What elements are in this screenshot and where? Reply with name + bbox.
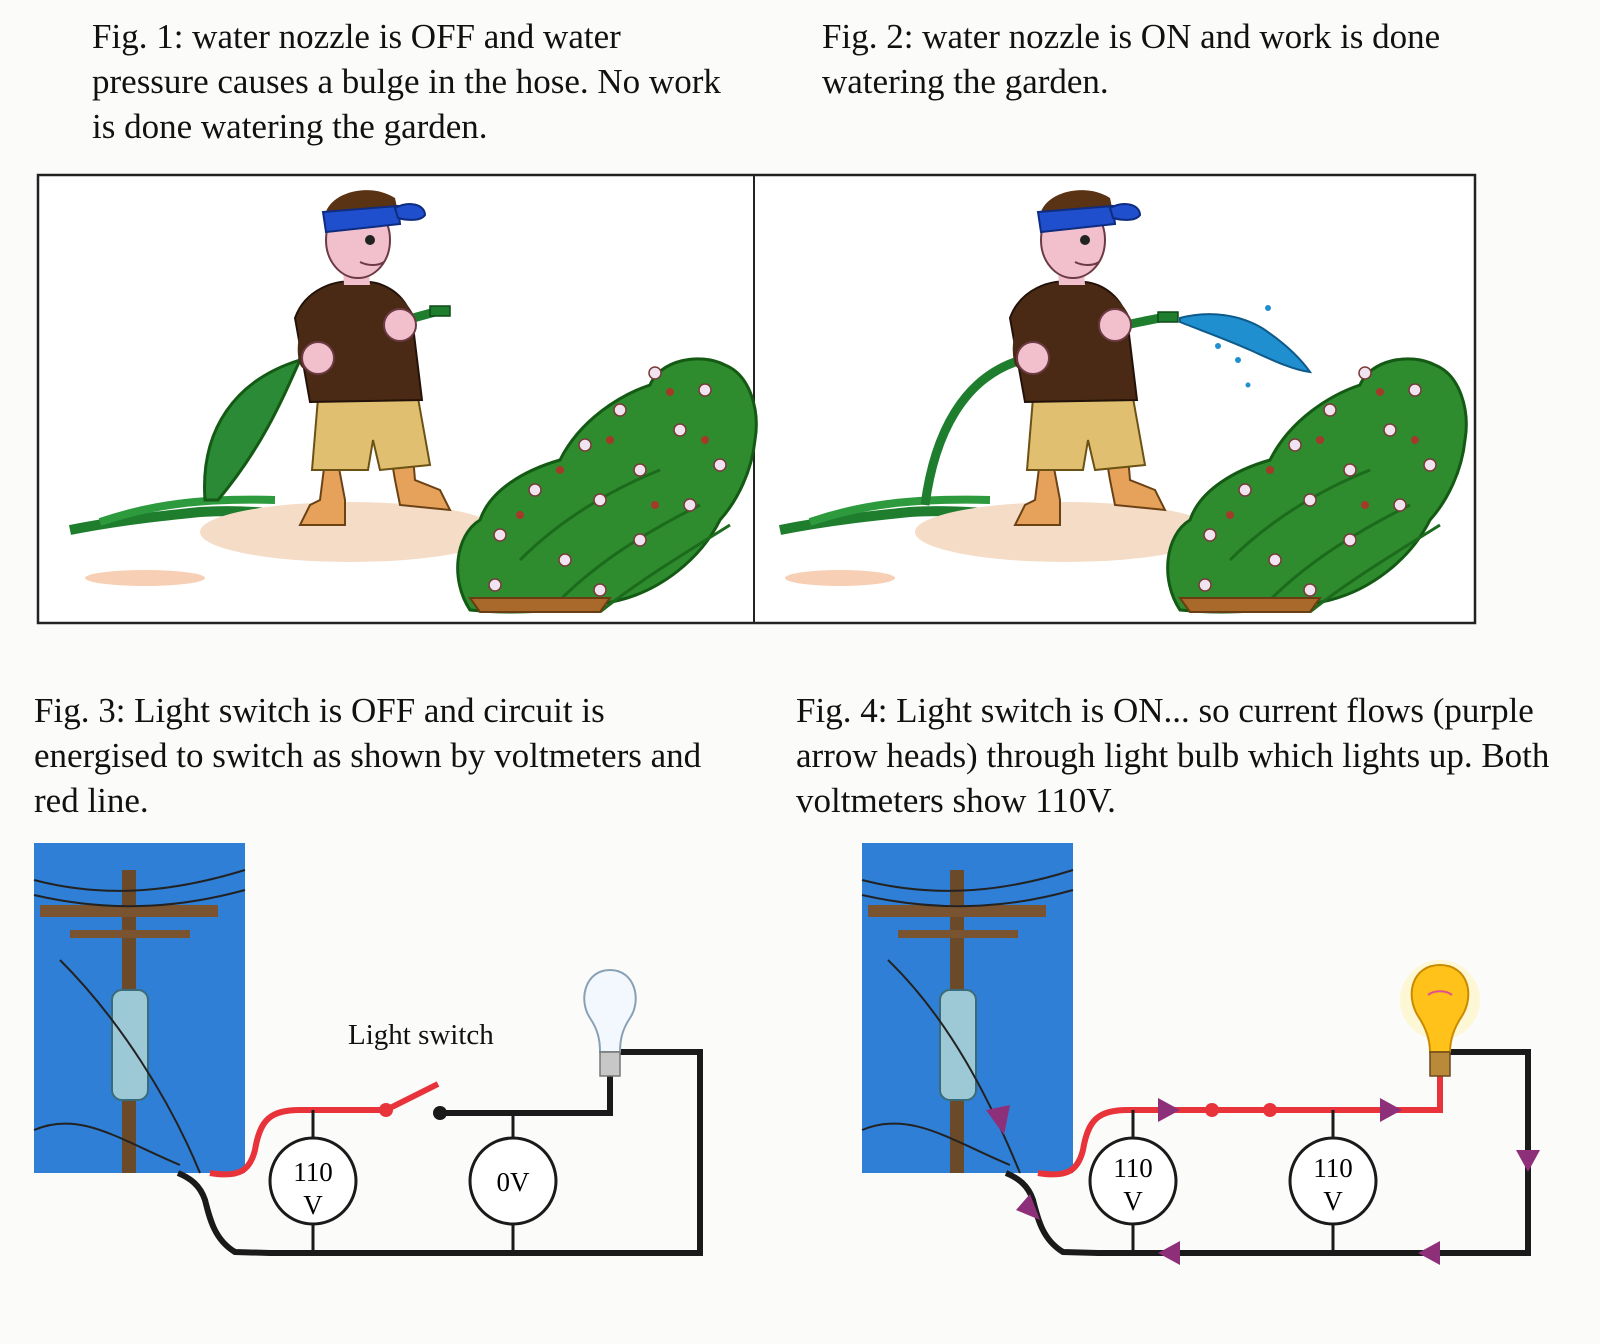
fig2-illustration xyxy=(779,190,1468,614)
fig4-caption: Fig. 4: Light switch is ON... so current… xyxy=(796,691,1550,820)
voltmeter-right xyxy=(1288,1136,1378,1226)
water-spray xyxy=(1179,313,1313,374)
transformer xyxy=(939,989,977,1101)
fig4-circuit: 110 V 110 V xyxy=(861,843,1540,1265)
voltmeter-right-value: 0V xyxy=(497,1167,531,1197)
fig1-caption: Fig. 1: water nozzle is OFF and water pr… xyxy=(92,17,721,146)
current-arrows xyxy=(986,1098,1540,1265)
fig3-caption: Fig. 3: Light switch is OFF and circuit … xyxy=(34,691,702,820)
switch-lever xyxy=(384,1081,440,1113)
voltmeter-right-value: 110 xyxy=(1313,1153,1353,1183)
live-wire xyxy=(1037,1075,1443,1178)
voltmeter-left-unit: V xyxy=(303,1190,323,1220)
fig1-illustration xyxy=(69,190,758,614)
fig3-circuit: Light switch 110 V 0V xyxy=(33,843,703,1256)
bulb-on xyxy=(1400,960,1480,1077)
neutral-wire xyxy=(176,1049,703,1256)
switch-pivot xyxy=(1205,1103,1219,1117)
ground-shadow xyxy=(85,570,205,586)
voltmeter-right-unit: V xyxy=(1323,1186,1343,1216)
voltmeter-left-unit: V xyxy=(1123,1186,1143,1216)
voltmeter-left xyxy=(1088,1136,1178,1226)
nozzle-on xyxy=(1157,311,1179,323)
light-switch-label: Light switch xyxy=(348,1019,494,1051)
voltmeter-left-value: 110 xyxy=(1113,1153,1153,1183)
voltmeter-right xyxy=(468,1136,558,1226)
switch-contact xyxy=(1263,1103,1277,1117)
utility-pole xyxy=(861,869,1074,1174)
voltmeter-left xyxy=(268,1136,358,1226)
fig2-caption: Fig. 2: water nozzle is ON and work is d… xyxy=(822,17,1441,101)
voltmeter-left-value: 110 xyxy=(293,1157,333,1187)
live-wire xyxy=(209,1107,386,1178)
utility-pole xyxy=(33,869,246,1174)
bulb-off xyxy=(583,968,637,1077)
nozzle-off xyxy=(429,305,451,317)
